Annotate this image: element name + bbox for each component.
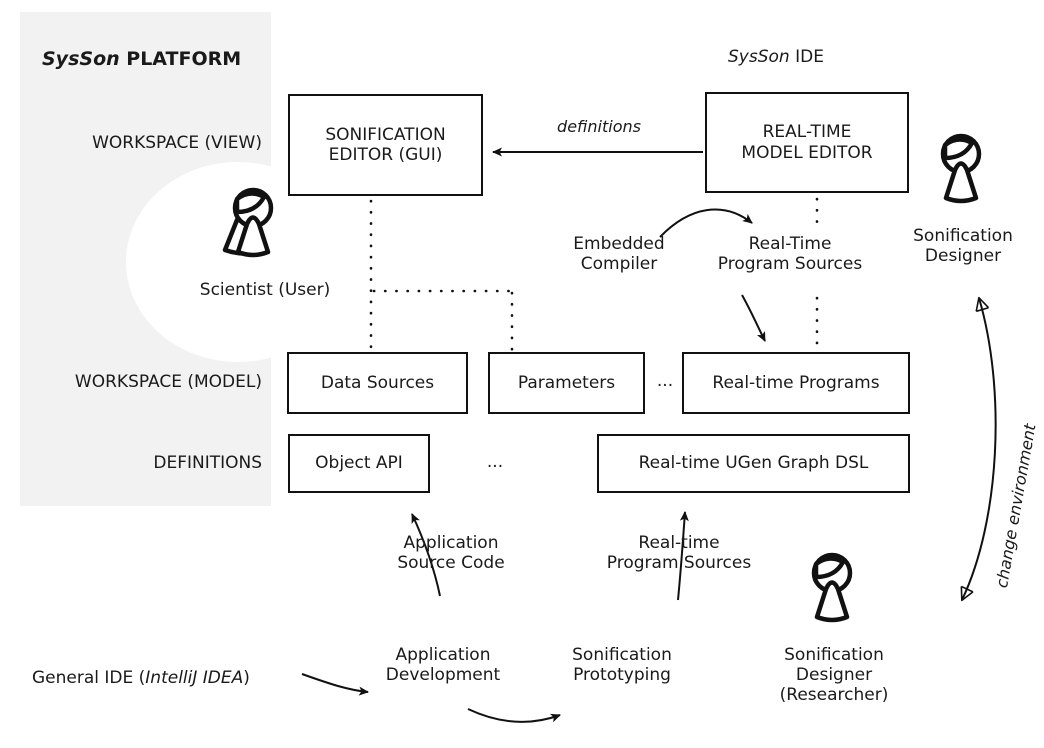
box-ugen-graph-dsl[interactable]: Real-time UGen Graph DSL [597, 434, 910, 493]
edge-label-rt-program-sources-top: Real-Time Program Sources [717, 234, 863, 275]
box-sonification-editor-label: SONIFICATION EDITOR (GUI) [325, 124, 446, 165]
sonification-researcher-icon [811, 552, 853, 623]
arrow-embedded-compiler [659, 208, 753, 238]
box-parameters-label: Parameters [517, 372, 616, 393]
box-realtime-model-editor-label: REAL-TIME MODEL EDITOR [741, 122, 873, 163]
layer-label-definitions: DEFINITIONS [153, 453, 262, 473]
sonification-designer-icon [940, 133, 982, 204]
platform-panel [20, 12, 271, 506]
layer-label-workspace-model: WORKSPACE (MODEL) [74, 372, 262, 392]
box-object-api[interactable]: Object API [288, 434, 430, 493]
box-realtime-programs[interactable]: Real-time Programs [682, 352, 910, 414]
actor-label-sonification-researcher: Sonification Designer (Researcher) [779, 645, 889, 706]
platform-title: SysSon PLATFORM [42, 26, 241, 71]
scientist-icon [222, 187, 274, 258]
box-data-sources-label: Data Sources [320, 372, 435, 393]
edge-label-embedded-compiler: Embedded Compiler [573, 234, 665, 275]
general-ide-prefix: General IDE ( [32, 668, 146, 689]
edge-label-application-source-code: Application Source Code [397, 533, 505, 574]
ide-title: SysSon IDE [728, 27, 824, 67]
platform-title-rest: PLATFORM [119, 48, 242, 71]
box-realtime-programs-label: Real-time Programs [712, 372, 880, 393]
box-realtime-model-editor[interactable]: REAL-TIME MODEL EDITOR [705, 92, 909, 193]
edge-label-change-environment: change environment [992, 422, 1040, 590]
ide-title-emph: SysSon [728, 47, 790, 68]
general-ide-emph: IntelliJ IDEA [145, 668, 244, 689]
ide-title-rest: IDE [789, 47, 824, 68]
bottom-label-application-development: Application Development [385, 645, 501, 686]
platform-title-emph: SysSon [42, 48, 120, 71]
edge-label-rt-program-sources-bottom: Real-time Program Sources [606, 533, 752, 574]
edge-label-definitions: definitions [557, 117, 641, 136]
ellipsis-definitions-row: ... [486, 452, 504, 472]
actor-label-sonification-designer: Sonification Designer [913, 226, 1013, 267]
box-object-api-label: Object API [315, 453, 403, 474]
arrow-development-to-prototyping [467, 708, 561, 723]
bottom-label-general-ide: General IDE (IntelliJ IDEA) [32, 648, 312, 688]
arrow-change-environment [960, 296, 997, 602]
box-parameters[interactable]: Parameters [488, 352, 645, 414]
ellipsis-model-row: ... [656, 371, 674, 391]
arrow-rt-program-sources-down [741, 294, 766, 342]
box-sonification-editor[interactable]: SONIFICATION EDITOR (GUI) [288, 94, 483, 196]
bottom-label-sonification-prototyping: Sonification Prototyping [572, 645, 672, 686]
box-data-sources[interactable]: Data Sources [287, 352, 468, 414]
box-ugen-graph-dsl-label: Real-time UGen Graph DSL [638, 453, 869, 474]
actor-label-scientist: Scientist (User) [199, 280, 331, 300]
layer-label-workspace-view: WORKSPACE (VIEW) [92, 133, 262, 153]
general-ide-suffix: ) [243, 668, 250, 689]
